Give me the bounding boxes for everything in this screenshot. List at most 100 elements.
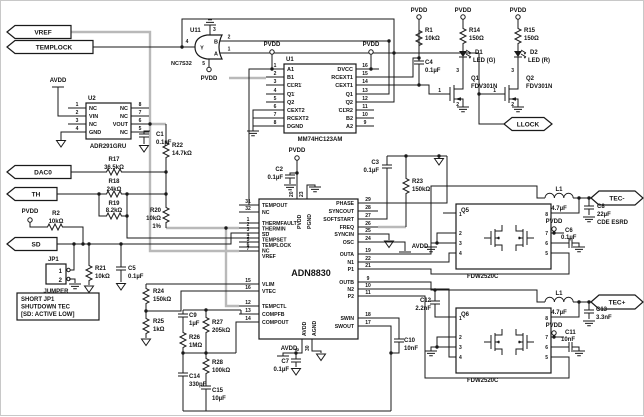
pvdd-node-q6 <box>551 330 557 336</box>
r2-v: 10kΩ <box>49 219 64 225</box>
c2-v: 0.1µF <box>268 175 284 181</box>
cap-c7 <box>290 358 302 363</box>
u3-part: ADN8830 <box>291 268 331 278</box>
c1-v: 0.1µF <box>156 140 172 146</box>
sd-label: SD <box>31 242 40 249</box>
resistor-r21 <box>85 263 93 283</box>
pvdd-node-c2 <box>294 155 300 161</box>
u3-p6n: 6 <box>247 242 250 248</box>
th-label: TH <box>32 192 41 199</box>
c5-ref: C5 <box>128 266 136 272</box>
u3-p15l: VLIM <box>262 282 274 288</box>
c9-v: 1µF <box>189 321 200 327</box>
u3-p4l: TEMPSET <box>262 238 287 244</box>
ground-node <box>434 158 444 166</box>
u11-y: Y <box>200 46 204 52</box>
u1-p1l: A1 <box>287 67 294 73</box>
u3-p17l: SWOUT <box>335 324 355 330</box>
u2-part: ADR291GRU <box>90 144 126 150</box>
u3-p11l: P2 <box>348 294 354 300</box>
c15-ref: C15 <box>212 388 224 394</box>
u3-p30n: 30 <box>305 345 311 351</box>
cap-c12 <box>429 300 441 305</box>
resistor-r15 <box>514 26 522 46</box>
q6-ref: Q6 <box>461 312 470 318</box>
u3-p18l: SWIN <box>340 316 354 322</box>
q1-ref: Q1 <box>471 76 480 82</box>
pvdd-label-q6: PVDD <box>546 323 563 329</box>
c11-v: 10nF <box>561 337 575 343</box>
pvdd-node-r2 <box>27 217 33 223</box>
r25-ref: R25 <box>153 319 165 325</box>
ground-c8 <box>582 216 596 223</box>
c3-ref: C3 <box>371 160 379 166</box>
u1-p4l: Q1 <box>287 92 294 98</box>
u2-p1l: NC <box>89 106 97 112</box>
templock-flag <box>6 39 94 55</box>
u3-p14n: 14 <box>245 316 251 322</box>
u3-p29n: 29 <box>365 197 371 203</box>
ic-outlines <box>16 34 552 374</box>
r22-ref: R22 <box>172 143 184 149</box>
q2-d: 3 <box>511 68 514 74</box>
jp1-pin1-circle <box>66 267 71 273</box>
sd-flag <box>6 236 58 252</box>
u2-p6l: VOUT <box>113 122 129 128</box>
u2-p2l: VIN <box>89 114 98 120</box>
pvdd-node-r14 <box>460 14 466 20</box>
pvdd-label-u11: PVDD <box>201 76 218 82</box>
r1-ref: R1 <box>425 28 433 34</box>
q2-g: 1 <box>493 88 496 94</box>
q5-p5: 5 <box>545 251 548 257</box>
q1-d: 3 <box>456 68 459 74</box>
transistor-labels: Q1 FDV301N 3 1 2 Q2 FDV301N 3 1 2 D1 LED… <box>438 50 552 384</box>
cap-c5 <box>115 266 127 271</box>
u3-p17n: 17 <box>365 320 371 326</box>
q5-body <box>455 203 552 270</box>
c1-ref: C1 <box>156 132 164 138</box>
r18-ref: R18 <box>108 179 120 185</box>
avdd-label-osc: AVDD <box>412 244 429 250</box>
avdd-label-u3: AVDD <box>281 346 298 352</box>
u3-p31l: TEMPOUT <box>262 203 288 209</box>
r21-ref: R21 <box>95 266 107 272</box>
u3-p13l: COMPFB <box>262 312 285 318</box>
u1-p16l: DVCC <box>337 67 353 73</box>
u3-body <box>258 198 359 340</box>
u1-p12n: 12 <box>362 96 368 102</box>
cap-c11 <box>568 341 573 353</box>
u1-ref: U1 <box>286 57 294 63</box>
u1-p13n: 13 <box>362 88 368 94</box>
resistor-r14 <box>459 26 467 46</box>
l1b-v: 4.7µF <box>551 310 567 316</box>
q2-ref: Q2 <box>526 76 535 82</box>
u1-p9n: 9 <box>364 120 367 126</box>
pvdd-label-r2: PVDD <box>22 209 39 215</box>
r15-ref: R15 <box>524 28 536 34</box>
u3-p3l: SD <box>262 232 269 238</box>
u3-p21n: 21 <box>365 263 371 269</box>
u3-p2n: 2 <box>247 222 250 228</box>
cap-c1 <box>138 133 150 138</box>
c8-v: 22µF <box>597 212 611 218</box>
d2-label: LED (R) <box>528 58 550 64</box>
r18-v: 24kΩ <box>107 187 122 193</box>
u3-p28n: 28 <box>365 205 371 211</box>
r23-v: 150kΩ <box>412 187 430 193</box>
r19-v: 8.2kΩ <box>106 208 123 214</box>
c4-v: 0.1µF <box>425 68 441 74</box>
resistor-r27 <box>202 315 210 335</box>
ground-c5 <box>116 283 126 291</box>
q5-p3: 3 <box>459 241 462 247</box>
llock-label: LLOCK <box>517 122 540 129</box>
q5-p7: 7 <box>545 231 548 237</box>
u2-p4n: 4 <box>76 126 79 132</box>
resistor-r28 <box>202 356 210 376</box>
pvdd-node-u11 <box>206 66 212 73</box>
pvdd-label-u1r: PVDD <box>363 42 380 48</box>
u3-p1l: THERMFAULT <box>262 221 298 227</box>
c5-v: 0.1µF <box>128 274 144 280</box>
